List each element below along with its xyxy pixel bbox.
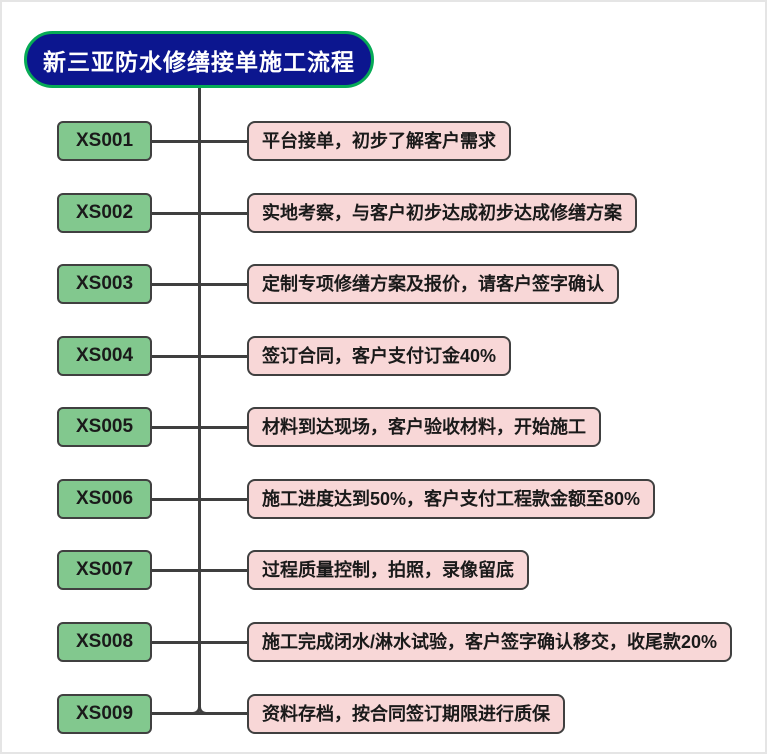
branch-line	[150, 712, 249, 715]
step-desc-node: 施工完成闭水/淋水试验，客户签字确认移交，收尾款20%	[247, 622, 733, 662]
step-desc-node: 材料到达现场，客户验收材料，开始施工	[247, 407, 601, 447]
step-code-node: XS005	[57, 407, 152, 447]
branch-line	[150, 569, 249, 572]
branch-line	[150, 498, 249, 501]
step-code-node: XS007	[57, 550, 152, 590]
step-desc-node: 定制专项修缮方案及报价，请客户签字确认	[247, 264, 619, 304]
branch-line	[150, 426, 249, 429]
branch-line	[150, 355, 249, 358]
branch-line	[150, 641, 249, 644]
step-code-node: XS006	[57, 479, 152, 519]
step-code-node: XS003	[57, 264, 152, 304]
branch-line	[150, 140, 249, 143]
step-desc-node: 签订合同，客户支付订金40%	[247, 336, 512, 376]
step-code-node: XS002	[57, 193, 152, 233]
branch-line	[150, 212, 249, 215]
flowchart-title: 新三亚防水修缮接单施工流程	[24, 31, 374, 88]
branch-line	[150, 283, 249, 286]
step-code-node: XS004	[57, 336, 152, 376]
step-desc-node: 平台接单，初步了解客户需求	[247, 121, 511, 161]
step-desc-node: 过程质量控制，拍照，录像留底	[247, 550, 529, 590]
step-code-node: XS008	[57, 622, 152, 662]
step-desc-node: 资料存档，按合同签订期限进行质保	[247, 694, 565, 734]
step-desc-node: 实地考察，与客户初步达成初步达成修缮方案	[247, 193, 637, 233]
step-desc-node: 施工进度达到50%，客户支付工程款金额至80%	[247, 479, 656, 519]
trunk-line	[198, 88, 201, 707]
step-code-node: XS009	[57, 694, 152, 734]
step-code-node: XS001	[57, 121, 152, 161]
